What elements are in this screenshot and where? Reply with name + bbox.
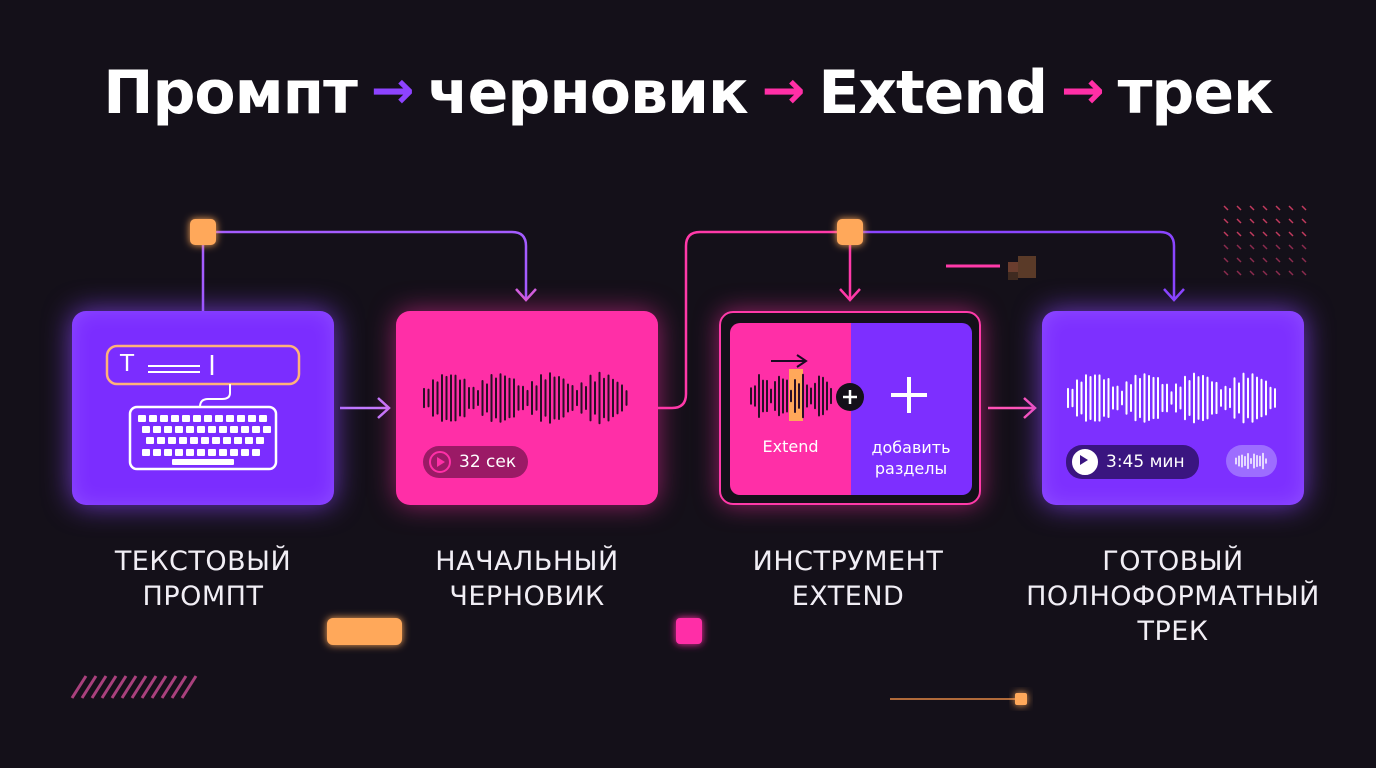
add-sections-label: добавить разделы (871, 438, 951, 478)
title-arrow-2: → (761, 61, 806, 121)
caption-line: EXTEND (791, 581, 905, 612)
node-orange-1 (190, 219, 216, 245)
arrowhead-track (1163, 288, 1185, 302)
card-initial-draft: 32 сек (396, 311, 658, 505)
keyboard-icon (105, 344, 301, 471)
title-word-prompt: Промпт (103, 58, 358, 128)
mini-waveform-button[interactable] (1226, 445, 1277, 477)
track-duration-pill[interactable]: 3:45 мин (1066, 445, 1199, 479)
caption-line: ПОЛНОФОРМАТНЫЙ (1026, 581, 1320, 612)
add-sections-panel (851, 323, 972, 495)
draft-duration: 32 сек (459, 452, 517, 472)
deco-square-3 (1008, 272, 1018, 280)
draft-duration-pill[interactable]: 32 сек (423, 446, 529, 478)
caption-line: ГОТОВЫЙ (1102, 546, 1244, 577)
deco-square-1 (1008, 262, 1018, 272)
caption-initial-draft: НАЧАЛЬНЫЙ ЧЕРНОВИК (362, 544, 692, 614)
text-input-icon: T (120, 351, 135, 377)
diagram-title: Промпт → черновик → Extend → трек (0, 58, 1376, 128)
arrow-right-icon (340, 397, 391, 419)
caption-line: ИНСТРУМЕНТ (752, 546, 944, 577)
arrow-right-icon (988, 397, 1037, 419)
caption-line: ТРЕК (1137, 616, 1209, 647)
caption-text-prompt: ТЕКСТОВЫЙ ПРОМПТ (38, 544, 368, 614)
node-orange-2 (837, 219, 863, 245)
title-arrow-1: → (370, 61, 415, 121)
card-extend-tool: Extend добавить разделы (719, 311, 981, 505)
caption-extend-tool: ИНСТРУМЕНТ EXTEND (683, 544, 1013, 614)
caption-line: НАЧАЛЬНЫЙ (435, 546, 619, 577)
track-duration: 3:45 мин (1106, 452, 1185, 472)
caption-line: ПРОМПТ (142, 581, 264, 612)
waveform-icon (750, 354, 927, 421)
deco-pill-orange (327, 618, 402, 645)
connector-prompt-to-draft (201, 230, 528, 311)
title-word-extend: Extend (818, 58, 1048, 128)
title-word-track: трек (1117, 58, 1274, 128)
caption-final-track: ГОТОВЫЙ ПОЛНОФОРМАТНЫЙ ТРЕК (1008, 544, 1338, 649)
card-text-prompt: T (72, 311, 334, 505)
deco-node-orange (1015, 693, 1027, 705)
title-arrow-3: → (1061, 61, 1105, 121)
title-word-draft: черновик (427, 58, 748, 128)
caption-line: ЧЕРНОВИК (449, 581, 605, 612)
play-icon[interactable] (429, 451, 451, 473)
extend-label: Extend (762, 437, 819, 456)
waveform-icon (1235, 452, 1267, 470)
play-icon[interactable] (1072, 449, 1098, 475)
arrowhead-extend (839, 288, 861, 302)
card-final-track: 3:45 мин (1042, 311, 1304, 505)
connector-draft-to-extend (658, 230, 850, 410)
deco-square-pink (676, 618, 702, 644)
deco-stripes (70, 675, 198, 699)
arrowhead-draft (515, 288, 537, 302)
caption-line: ТЕКСТОВЫЙ (114, 546, 292, 577)
waveform-icon (423, 371, 628, 425)
waveform-icon (1067, 372, 1276, 424)
connector-extend-to-track (862, 230, 1176, 298)
deco-square-2 (1018, 256, 1036, 278)
deco-dot-grid (1223, 205, 1307, 276)
